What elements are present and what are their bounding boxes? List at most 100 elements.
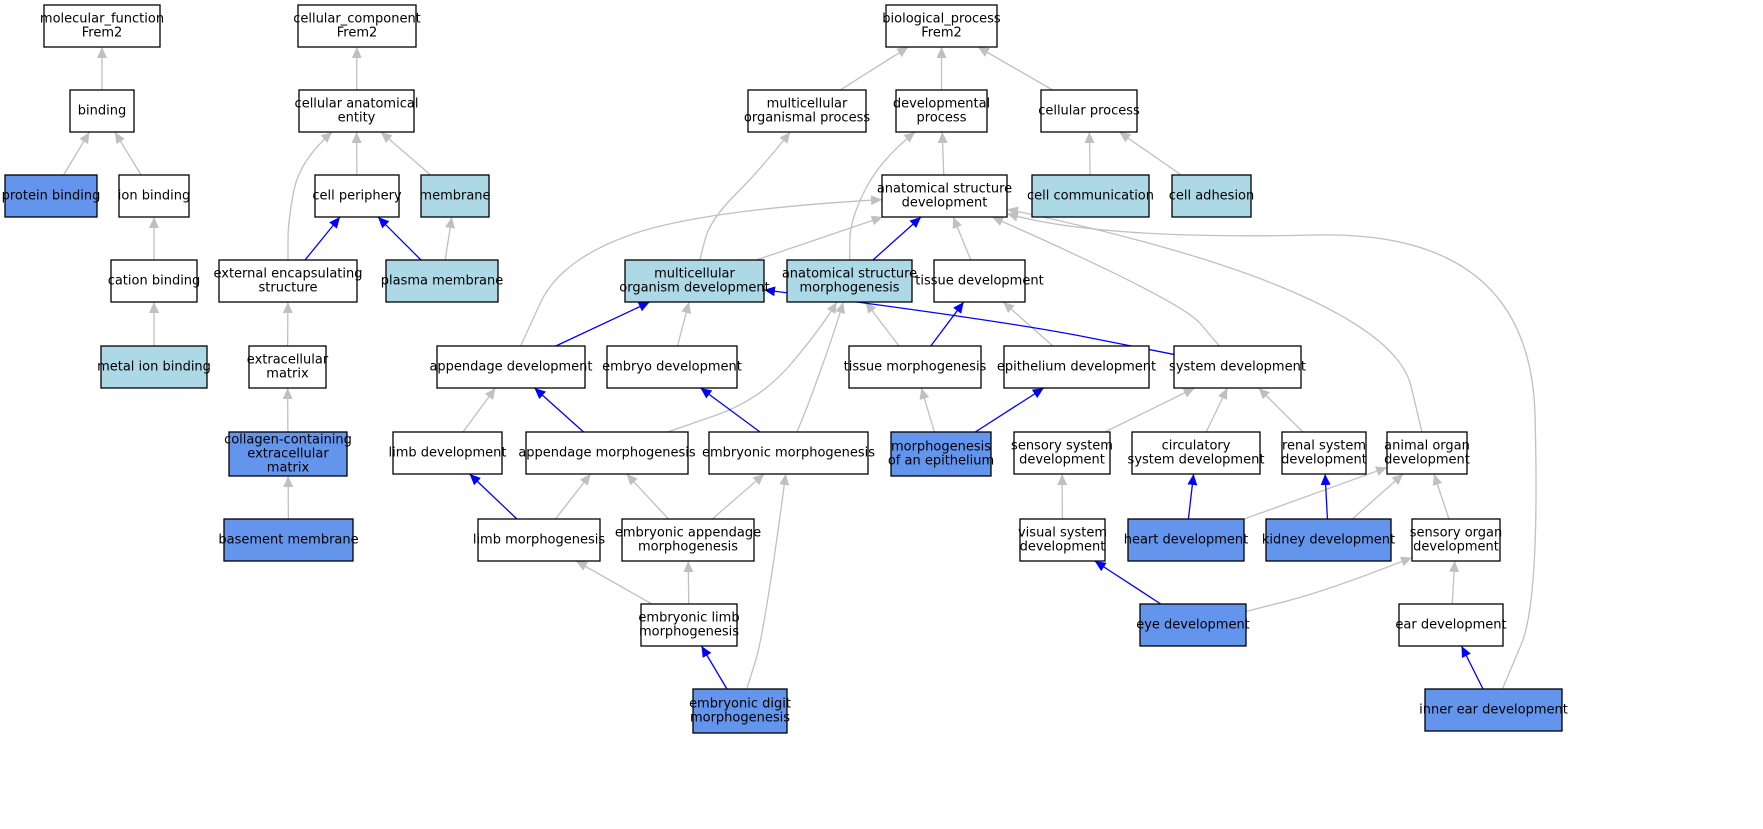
edge-emb-limb-morph-to-emb-app-morph xyxy=(683,560,694,605)
node-limb-morph[interactable]: limb morphogenesis xyxy=(473,518,606,562)
node-label: embryonic limb xyxy=(638,611,739,626)
node-label: development xyxy=(1413,540,1499,555)
node-protein-binding[interactable]: protein binding xyxy=(2,174,101,218)
node-box xyxy=(525,431,689,475)
edge-app-morph-to-asm xyxy=(667,301,838,433)
edge-appendage-dev-to-asd xyxy=(520,195,883,347)
node-label: sensory system xyxy=(1011,439,1113,454)
node-label: animal organ xyxy=(1384,439,1470,454)
node-box xyxy=(69,89,135,133)
node-label: extracellular xyxy=(247,353,329,368)
node-label: sensory organ xyxy=(1410,526,1502,541)
node-label: development xyxy=(902,196,988,211)
node-basement-membrane[interactable]: basement membrane xyxy=(218,518,359,562)
node-membrane[interactable]: membrane xyxy=(419,174,491,218)
node-label: system development xyxy=(1169,360,1306,375)
edge-limb-morph-to-limb-dev xyxy=(469,473,518,520)
node-label: molecular_function xyxy=(40,12,164,27)
node-heart-dev[interactable]: heart development xyxy=(1124,518,1249,562)
node-label: cellular_component xyxy=(293,12,421,27)
node-eye-dev[interactable]: eye development xyxy=(1136,603,1250,647)
node-label: binding xyxy=(78,104,126,119)
node-limb-dev[interactable]: limb development xyxy=(388,431,507,475)
node-kidney-dev[interactable]: kidney development xyxy=(1262,518,1395,562)
node-box xyxy=(1139,603,1247,647)
node-binding[interactable]: binding xyxy=(69,89,135,133)
node-sys-dev[interactable]: system development xyxy=(1169,345,1306,389)
node-box xyxy=(1040,89,1138,133)
node-label: multicellular xyxy=(654,267,735,282)
edge-membrane-to-cae xyxy=(380,131,432,176)
edge-kidney-dev-to-renal-sys-dev xyxy=(1320,473,1331,520)
node-label: cation binding xyxy=(108,274,201,289)
node-box xyxy=(43,4,161,48)
node-box xyxy=(890,431,992,477)
node-epi-dev[interactable]: epithelium development xyxy=(997,345,1156,389)
node-box xyxy=(298,89,415,133)
node-app-morph[interactable]: appendage morphogenesis xyxy=(518,431,696,475)
edge-ion-binding-to-binding xyxy=(114,131,142,176)
node-tissue-morph[interactable]: tissue morphogenesis xyxy=(844,345,987,389)
node-label: organism development xyxy=(619,281,769,296)
node-box xyxy=(297,4,417,48)
edge-circ-sys-dev-to-sys-dev xyxy=(1205,387,1228,433)
node-box xyxy=(1171,174,1252,218)
node-plasma-membrane[interactable]: plasma membrane xyxy=(381,259,504,303)
node-box xyxy=(1265,518,1392,562)
node-cell-process[interactable]: cellular process xyxy=(1038,89,1140,133)
edge-app-morph-to-appendage-dev xyxy=(534,387,584,433)
edge-kidney-dev-to-animal-organ-dev xyxy=(1351,473,1404,520)
node-box xyxy=(1131,431,1261,475)
node-label: inner ear development xyxy=(1419,703,1568,718)
node-ion-binding[interactable]: ion binding xyxy=(118,174,190,218)
edge-ees-to-cell-periphery xyxy=(304,216,341,261)
node-box xyxy=(248,345,327,389)
node-cell-adh[interactable]: cell adhesion xyxy=(1169,174,1255,218)
node-cell-comm[interactable]: cell communication xyxy=(1027,174,1154,218)
node-label: development xyxy=(1281,453,1367,468)
edge-cell-adh-to-cell-process xyxy=(1118,131,1182,176)
node-label: eye development xyxy=(1136,618,1250,633)
node-box xyxy=(4,174,98,218)
node-box xyxy=(1013,431,1111,475)
node-label: development xyxy=(1019,453,1105,468)
node-label: appendage development xyxy=(429,360,592,375)
node-metal-ion-binding[interactable]: metal ion binding xyxy=(97,345,211,389)
node-tissue-dev[interactable]: tissue development xyxy=(915,259,1044,303)
node-label: collagen-containing xyxy=(224,433,352,448)
node-cell-periphery[interactable]: cell periphery xyxy=(312,174,402,218)
node-embryo-dev[interactable]: embryo development xyxy=(602,345,742,389)
node-emb-morph[interactable]: embryonic morphogenesis xyxy=(702,431,875,475)
node-ear-dev[interactable]: ear development xyxy=(1395,603,1507,647)
edge-sens-sys-dev-to-sys-dev xyxy=(1104,387,1195,433)
node-label: entity xyxy=(338,111,376,126)
node-inner-ear-dev[interactable]: inner ear development xyxy=(1419,688,1568,732)
node-label: Frem2 xyxy=(82,26,123,41)
node-label: morphogenesis xyxy=(799,281,899,296)
node-cation-binding[interactable]: cation binding xyxy=(108,259,201,303)
node-label: anatomical structure xyxy=(877,182,1012,197)
node-appendage-dev[interactable]: appendage development xyxy=(429,345,593,389)
